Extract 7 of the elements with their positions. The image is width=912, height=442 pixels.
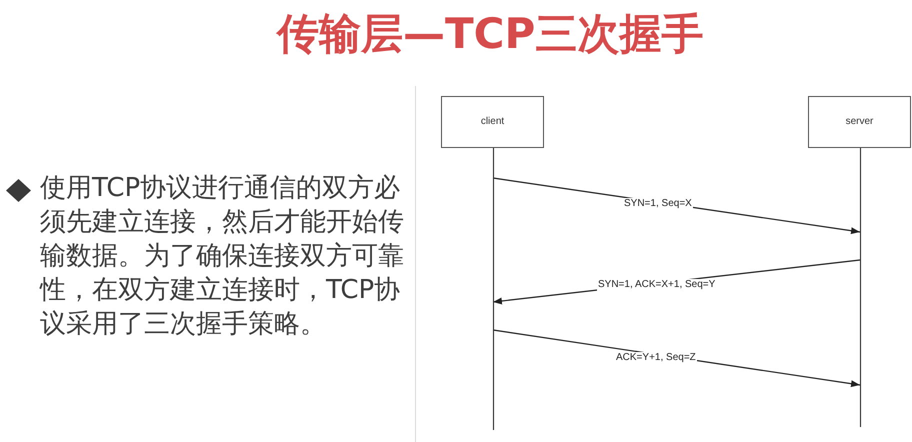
participant-box: server: [808, 96, 911, 148]
edge-label: SYN=1, ACK=X+1, Seq=Y: [597, 279, 716, 291]
edge-label: ACK=Y+1, Seq=Z: [615, 352, 697, 364]
edge-label: SYN=1, Seq=X: [623, 198, 693, 210]
title: 传输层—TCP三次握手: [277, 9, 704, 59]
bullet-text: 使用TCP协议进行通信的双方必须先建立连接，然后才能开始传输数据。为了确保连接双方可靠性，在双方建立连接时，TCP协议采用了三次握手策略。: [40, 172, 405, 341]
participant-box: client: [441, 96, 544, 148]
